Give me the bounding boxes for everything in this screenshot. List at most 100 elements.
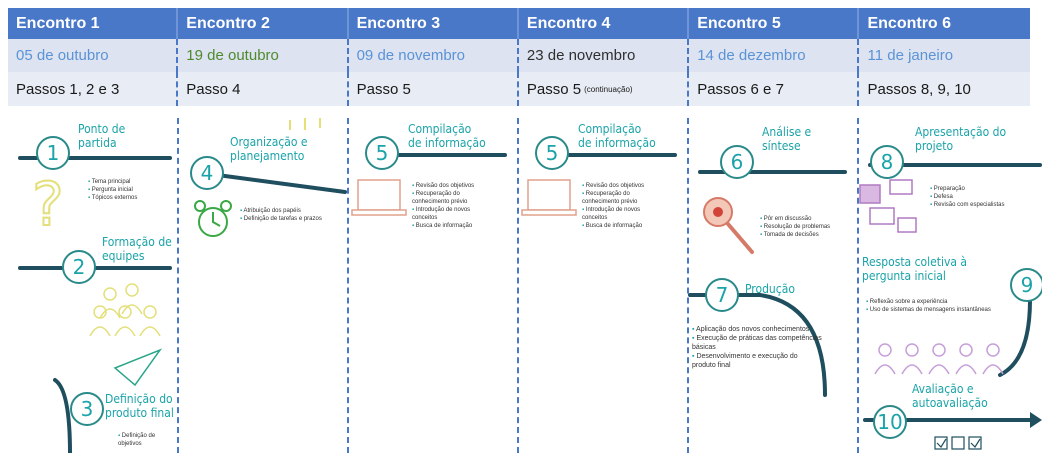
list-item: Tema principal	[88, 178, 170, 186]
header-encontro-6: Encontro 6	[859, 8, 1030, 39]
step-4-bullets: Atribuição dos papéis Definição de taref…	[240, 207, 340, 223]
steps-encontro-3: Passo 5	[348, 72, 519, 106]
step-title: Compilação de informação	[578, 122, 656, 150]
steps-row: Passos 1, 2 e 3 Passo 4 Passo 5 Passo 5(…	[8, 72, 1030, 106]
team-icon	[89, 283, 161, 337]
steps-label: Passo 5	[356, 80, 411, 98]
step-number: 9	[1010, 268, 1042, 302]
steps-encontro-6: Passos 8, 9, 10	[859, 72, 1030, 106]
step-9-bullets: Reflexão sobre a experiência Uso de sist…	[866, 298, 1001, 314]
header-encontro-1: Encontro 1	[8, 8, 179, 39]
paper-plane-icon	[113, 348, 163, 387]
list-item: Tópicos externos	[88, 194, 170, 202]
step-title: Análise e síntese	[762, 125, 812, 153]
audience-icon	[874, 343, 1004, 375]
date-row: 05 de outubro 19 de outubro 09 de novemb…	[8, 39, 1030, 72]
header-encontro-3: Encontro 3	[348, 8, 519, 39]
list-item: Busca de informação	[582, 222, 667, 230]
column-divider	[347, 118, 349, 453]
list-item: Resolução de problemas	[760, 223, 840, 231]
road-segment-3	[53, 378, 72, 453]
column-divider	[177, 118, 179, 453]
step-title: Formação de equipes	[102, 235, 172, 263]
header-encontro-2: Encontro 2	[178, 8, 349, 39]
step-5a-bullets: Revisão dos objetivos Recuperação do con…	[412, 182, 497, 230]
arrow-head-icon	[1030, 412, 1042, 428]
list-item: Revisão com especialistas	[930, 201, 1040, 209]
list-item: Introdução de novos conceitos	[582, 206, 667, 222]
step-number: 5	[535, 136, 569, 170]
list-item: Definição de tarefas e prazos	[240, 215, 340, 223]
step-title: Definição do produto final	[105, 392, 174, 420]
date-encontro-2: 19 de outubro	[178, 39, 349, 72]
list-item: Recuperação do conhecimento prévio	[412, 190, 497, 206]
step-number: 1	[36, 136, 70, 170]
step-8-bullets: Preparação Defesa Revisão com especialis…	[930, 185, 1040, 209]
schedule-table: Encontro 1 Encontro 2 Encontro 3 Encontr…	[8, 8, 1030, 106]
list-item: Pergunta inicial	[88, 186, 170, 194]
step-1-bullets: Tema principal Pergunta inicial Tópicos …	[88, 178, 170, 202]
header-encontro-5: Encontro 5	[689, 8, 860, 39]
steps-encontro-1: Passos 1, 2 e 3	[8, 72, 179, 106]
alarm-clock-icon	[194, 200, 232, 237]
list-item: Busca de informação	[412, 222, 497, 230]
step-number: 5	[365, 136, 399, 170]
date-encontro-3: 09 de novembro	[348, 39, 519, 72]
step-5b-bullets: Revisão dos objetivos Recuperação do con…	[582, 182, 667, 230]
column-divider	[687, 118, 689, 453]
header-encontro-4: Encontro 4	[518, 8, 690, 39]
column-divider	[517, 118, 519, 453]
list-item: Desenvolvimento e execução do produto fi…	[692, 352, 822, 370]
presentation-icon	[859, 179, 917, 233]
list-item: Uso de sistemas de mensagens instantânea…	[866, 306, 1001, 314]
date-encontro-5: 14 de dezembro	[689, 39, 860, 72]
step-title: Apresentação do projeto	[915, 125, 1007, 153]
list-item: Revisão dos objetivos	[412, 182, 497, 190]
step-title: Organização e planejamento	[230, 135, 308, 163]
step-7-bullets: Aplicação dos novos conhecimentos Execuç…	[692, 325, 822, 370]
laptop-icon	[521, 179, 577, 216]
step-number: 3	[70, 392, 104, 426]
list-item: Defesa	[930, 193, 1040, 201]
date-encontro-6: 11 de janeiro	[859, 39, 1030, 72]
column-divider	[857, 118, 859, 453]
checkbox-icons	[934, 436, 982, 450]
list-item: Atribuição dos papéis	[240, 207, 340, 215]
steps-label: Passos 8, 9, 10	[867, 80, 971, 98]
step-title: Ponto de partida	[78, 122, 126, 150]
date-encontro-1: 05 de outubro	[8, 39, 179, 72]
step-title: Compilação de informação	[408, 122, 486, 150]
step-number: 6	[720, 145, 754, 179]
step-title: Resposta coletiva à pergunta inicial	[862, 255, 968, 283]
steps-encontro-5: Passos 6 e 7	[689, 72, 860, 106]
list-item: Reflexão sobre a experiência	[866, 298, 1001, 306]
list-item: Definição de objetivos	[118, 432, 173, 448]
step-number: 8	[870, 145, 904, 179]
list-item: Aplicação dos novos conhecimentos	[692, 325, 822, 334]
list-item: Execução de práticas das competências bá…	[692, 334, 822, 352]
list-item: Introdução de novos conceitos	[412, 206, 497, 222]
question-mark-icon: ?	[32, 170, 64, 240]
header-row: Encontro 1 Encontro 2 Encontro 3 Encontr…	[8, 8, 1030, 39]
road-segment-9	[998, 298, 1032, 377]
step-title: Avaliação e autoavaliação	[912, 382, 988, 410]
step-3-bullets: Definição de objetivos	[118, 432, 173, 448]
list-item: Recuperação do conhecimento prévio	[582, 190, 667, 206]
list-item: Pôr em discussão	[760, 215, 840, 223]
date-encontro-4: 23 de novembro	[518, 39, 690, 72]
laptop-icon	[351, 179, 407, 216]
road-segment-7	[688, 293, 827, 397]
step-number: 2	[62, 250, 96, 284]
step-number: 10	[873, 405, 907, 439]
list-item: Preparação	[930, 185, 1040, 193]
steps-label: Passos 6 e 7	[697, 80, 784, 98]
step-number: 7	[705, 278, 739, 312]
decor-lines	[289, 118, 321, 130]
magnifier-icon	[703, 197, 754, 254]
step-title: Produção	[745, 282, 795, 296]
steps-label: Passo 5	[526, 80, 582, 98]
step-number: 4	[190, 156, 224, 190]
steps-label: Passos 1, 2 e 3	[16, 80, 120, 98]
steps-note: (continuação)	[584, 84, 633, 94]
